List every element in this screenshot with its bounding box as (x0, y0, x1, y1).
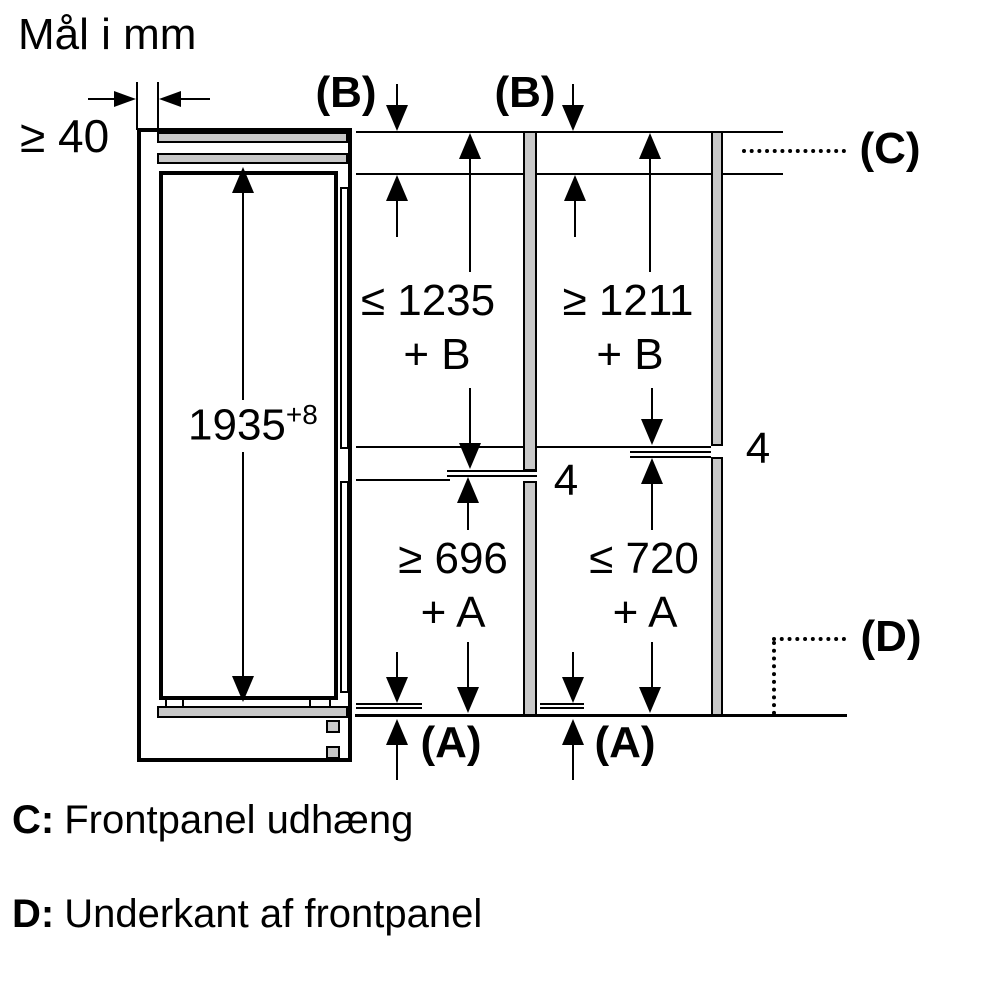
front-panel-bottom-leader-v (772, 641, 776, 715)
legend-key-d: D: (12, 892, 55, 936)
arrow-down-icon (386, 677, 408, 703)
legend-key-c: C: (12, 798, 55, 842)
front-panel-strip-top (157, 132, 348, 143)
arrow-tail (180, 98, 210, 100)
base-panel-strip (157, 706, 348, 718)
dim-line (396, 201, 398, 237)
legend-row-c: C:Frontpanel udhæng (12, 798, 413, 843)
extension-line-left (136, 82, 138, 130)
shelf-left-top (447, 470, 537, 472)
door-panel-upper (340, 187, 349, 449)
arrow-up-icon (639, 133, 661, 159)
legend-row-d: D:Underkant af frontpanel (12, 892, 482, 937)
dim-line (396, 84, 398, 107)
arrow-down-icon (459, 443, 481, 469)
arrow-up-icon (386, 175, 408, 201)
front-panel-top-line (356, 131, 783, 133)
dim-line (651, 388, 653, 420)
extension-line-right (157, 82, 159, 134)
upper-left-dim-value: ≤ 1235 (360, 276, 496, 325)
dim-line (649, 159, 651, 272)
split-line-left-upper (356, 446, 523, 448)
arrow-down-icon (562, 105, 584, 131)
foot-upper (326, 720, 340, 733)
arrow-down-icon (639, 687, 661, 713)
gap-right-label: 4 (745, 424, 771, 473)
arrow-up-icon (457, 477, 479, 503)
arrow-right-icon (114, 91, 136, 107)
dim-line (396, 745, 398, 780)
dim-line (651, 642, 653, 688)
dim-line (469, 159, 471, 272)
arrow-tail (88, 98, 116, 100)
arrow-down-icon (386, 105, 408, 131)
niche-height-label: 1935+8 (188, 399, 318, 450)
shelf-right-bottom (630, 456, 711, 458)
appliance-top-line (356, 173, 783, 175)
legend-text-c: Frontpanel udhæng (64, 798, 414, 842)
front-panel-strip-second (157, 153, 348, 164)
right-panel-lower (711, 457, 723, 716)
side-clearance-label: ≥ 40 (20, 110, 110, 162)
appliance-bottom-line-right (540, 703, 584, 705)
dim-line (572, 745, 574, 780)
arrow-up-icon (459, 133, 481, 159)
dim-line (242, 193, 244, 400)
shelf-left-bottom (447, 475, 537, 477)
door-panel-lower (340, 481, 349, 693)
front-panel-bottom-leader-h (772, 637, 846, 641)
split-line-left-lower (356, 479, 450, 481)
front-panel-overhang-label: (C) (859, 124, 921, 173)
divider-panel-upper (523, 131, 537, 471)
arrow-up-icon (232, 167, 254, 193)
arrow-down-icon (562, 677, 584, 703)
dim-line (469, 388, 471, 444)
dim-line (242, 452, 244, 676)
arrow-up-icon (386, 719, 408, 745)
lower-left-dim-suffix: + A (420, 588, 486, 637)
appliance-bottom-line-left2 (356, 707, 422, 709)
divider-panel-lower (523, 481, 537, 716)
dim-line (396, 652, 398, 678)
appliance-bottom-line-right2 (540, 707, 584, 709)
lower-left-dim-value: ≥ 696 (398, 534, 508, 583)
front-panel-bottom-label: (D) (860, 612, 922, 661)
arrow-down-icon (232, 676, 254, 702)
front-panel-bottom-line (355, 714, 847, 717)
upper-right-dim-suffix: + B (596, 330, 664, 379)
appliance-bottom-line-left (356, 703, 422, 705)
overhang-label-right: (B) (494, 68, 556, 117)
foot-lower (326, 746, 340, 759)
arrow-up-icon (562, 719, 584, 745)
right-panel-upper (711, 131, 723, 446)
overhang-label-left: (B) (315, 68, 377, 117)
lower-right-dim-value: ≤ 720 (589, 534, 699, 583)
arrow-down-icon (641, 419, 663, 445)
dim-line (572, 84, 574, 107)
lower-right-dim-suffix: + A (612, 588, 678, 637)
dim-line (467, 642, 469, 688)
arrow-down-icon (457, 687, 479, 713)
arrow-up-icon (641, 458, 663, 484)
arrow-up-icon (564, 175, 586, 201)
upper-right-dim-value: ≥ 1211 (562, 276, 694, 325)
upper-left-dim-suffix: + B (403, 330, 471, 379)
bottom-offset-left-label: (A) (420, 718, 482, 767)
split-line-right-upper (537, 446, 711, 448)
dim-line (574, 201, 576, 237)
dim-line (572, 652, 574, 678)
arrow-left-icon (159, 91, 181, 107)
legend-text-d: Underkant af frontpanel (64, 892, 483, 936)
bottom-offset-right-label: (A) (594, 718, 656, 767)
front-panel-overhang-leader (742, 149, 846, 153)
niche-rect (159, 171, 338, 700)
shelf-right-top (630, 451, 711, 453)
dim-line (651, 484, 653, 530)
page-title: Mål i mm (18, 10, 197, 59)
dim-line (467, 503, 469, 530)
gap-left-label: 4 (553, 456, 579, 505)
